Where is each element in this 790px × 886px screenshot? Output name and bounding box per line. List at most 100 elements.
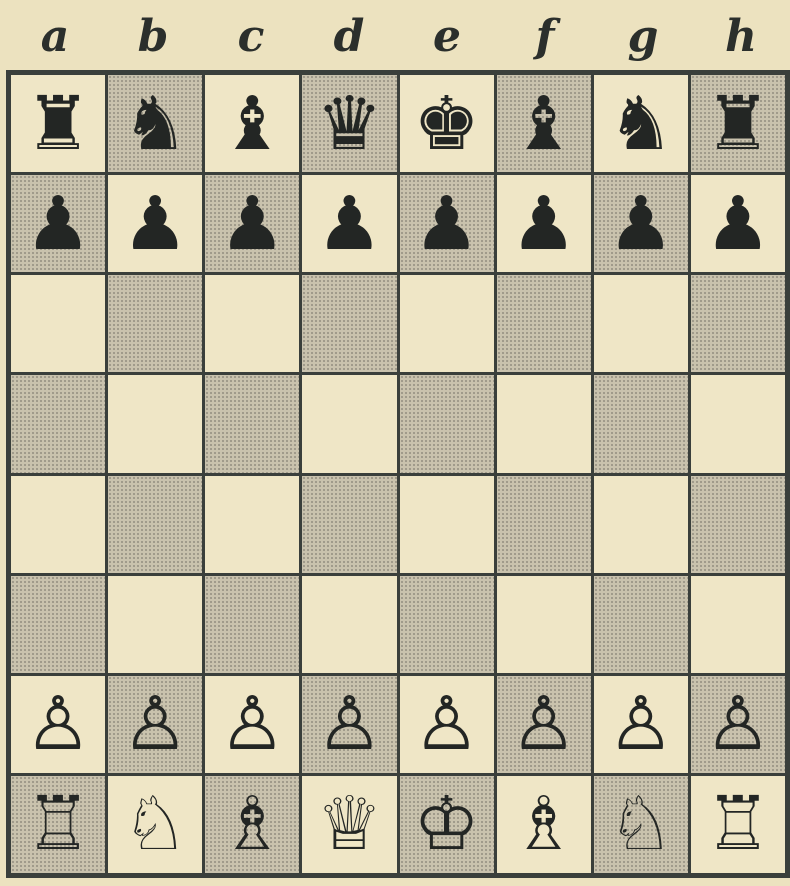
square-h3[interactable] — [691, 576, 785, 673]
black-pawn-icon[interactable]: ♟ — [705, 187, 771, 261]
square-g5[interactable] — [594, 375, 688, 472]
square-b7[interactable]: ♟ — [108, 175, 202, 272]
black-pawn-icon[interactable]: ♟ — [219, 187, 285, 261]
square-d6[interactable] — [302, 275, 396, 372]
square-f2[interactable]: ♙ — [497, 676, 591, 773]
square-h1[interactable]: ♖ — [691, 776, 785, 873]
square-a7[interactable]: ♟ — [11, 175, 105, 272]
square-a6[interactable] — [11, 275, 105, 372]
white-king-icon[interactable]: ♔ — [413, 787, 479, 861]
square-h2[interactable]: ♙ — [691, 676, 785, 773]
square-b1[interactable]: ♘ — [108, 776, 202, 873]
square-d2[interactable]: ♙ — [302, 676, 396, 773]
white-pawn-icon[interactable]: ♙ — [413, 687, 479, 761]
white-pawn-icon[interactable]: ♙ — [511, 687, 577, 761]
white-pawn-icon[interactable]: ♙ — [705, 687, 771, 761]
file-label-h: h — [692, 0, 790, 68]
square-g3[interactable] — [594, 576, 688, 673]
black-rook-icon[interactable]: ♜ — [705, 87, 771, 161]
square-e5[interactable] — [400, 375, 494, 472]
white-knight-icon[interactable]: ♘ — [608, 787, 674, 861]
square-a4[interactable] — [11, 476, 105, 573]
square-f8[interactable]: ♝ — [497, 75, 591, 172]
square-a1[interactable]: ♖ — [11, 776, 105, 873]
black-pawn-icon[interactable]: ♟ — [316, 187, 382, 261]
square-c3[interactable] — [205, 576, 299, 673]
square-a2[interactable]: ♙ — [11, 676, 105, 773]
square-e7[interactable]: ♟ — [400, 175, 494, 272]
white-bishop-icon[interactable]: ♗ — [219, 787, 285, 861]
square-f1[interactable]: ♗ — [497, 776, 591, 873]
square-g7[interactable]: ♟ — [594, 175, 688, 272]
square-c6[interactable] — [205, 275, 299, 372]
white-bishop-icon[interactable]: ♗ — [511, 787, 577, 861]
white-knight-icon[interactable]: ♘ — [122, 787, 188, 861]
square-b5[interactable] — [108, 375, 202, 472]
white-pawn-icon[interactable]: ♙ — [122, 687, 188, 761]
square-e1[interactable]: ♔ — [400, 776, 494, 873]
square-f7[interactable]: ♟ — [497, 175, 591, 272]
square-c4[interactable] — [205, 476, 299, 573]
square-h6[interactable] — [691, 275, 785, 372]
square-f5[interactable] — [497, 375, 591, 472]
square-e8[interactable]: ♚ — [400, 75, 494, 172]
white-pawn-icon[interactable]: ♙ — [316, 687, 382, 761]
white-queen-icon[interactable]: ♕ — [316, 787, 382, 861]
square-g1[interactable]: ♘ — [594, 776, 688, 873]
square-d3[interactable] — [302, 576, 396, 673]
square-b3[interactable] — [108, 576, 202, 673]
square-a5[interactable] — [11, 375, 105, 472]
square-g4[interactable] — [594, 476, 688, 573]
square-d7[interactable]: ♟ — [302, 175, 396, 272]
square-c2[interactable]: ♙ — [205, 676, 299, 773]
white-rook-icon[interactable]: ♖ — [25, 787, 91, 861]
black-knight-icon[interactable]: ♞ — [608, 87, 674, 161]
black-knight-icon[interactable]: ♞ — [122, 87, 188, 161]
square-a8[interactable]: ♜ — [11, 75, 105, 172]
square-e6[interactable] — [400, 275, 494, 372]
square-b4[interactable] — [108, 476, 202, 573]
black-rook-icon[interactable]: ♜ — [25, 87, 91, 161]
file-labels: a b c d e f g h — [6, 0, 790, 68]
square-g2[interactable]: ♙ — [594, 676, 688, 773]
square-b8[interactable]: ♞ — [108, 75, 202, 172]
white-pawn-icon[interactable]: ♙ — [25, 687, 91, 761]
white-pawn-icon[interactable]: ♙ — [608, 687, 674, 761]
square-g6[interactable] — [594, 275, 688, 372]
square-f4[interactable] — [497, 476, 591, 573]
square-f6[interactable] — [497, 275, 591, 372]
white-pawn-icon[interactable]: ♙ — [219, 687, 285, 761]
square-d4[interactable] — [302, 476, 396, 573]
black-pawn-icon[interactable]: ♟ — [25, 187, 91, 261]
file-label-b: b — [104, 0, 202, 68]
square-e4[interactable] — [400, 476, 494, 573]
square-c5[interactable] — [205, 375, 299, 472]
square-h8[interactable]: ♜ — [691, 75, 785, 172]
file-label-d: d — [300, 0, 398, 68]
square-d5[interactable] — [302, 375, 396, 472]
square-c8[interactable]: ♝ — [205, 75, 299, 172]
black-bishop-icon[interactable]: ♝ — [219, 87, 285, 161]
square-c7[interactable]: ♟ — [205, 175, 299, 272]
black-king-icon[interactable]: ♚ — [413, 87, 479, 161]
square-b6[interactable] — [108, 275, 202, 372]
square-g8[interactable]: ♞ — [594, 75, 688, 172]
square-b2[interactable]: ♙ — [108, 676, 202, 773]
square-h7[interactable]: ♟ — [691, 175, 785, 272]
black-pawn-icon[interactable]: ♟ — [122, 187, 188, 261]
square-f3[interactable] — [497, 576, 591, 673]
square-c1[interactable]: ♗ — [205, 776, 299, 873]
square-d8[interactable]: ♛ — [302, 75, 396, 172]
square-h5[interactable] — [691, 375, 785, 472]
white-rook-icon[interactable]: ♖ — [705, 787, 771, 861]
square-h4[interactable] — [691, 476, 785, 573]
square-e3[interactable] — [400, 576, 494, 673]
square-a3[interactable] — [11, 576, 105, 673]
square-e2[interactable]: ♙ — [400, 676, 494, 773]
black-queen-icon[interactable]: ♛ — [316, 87, 382, 161]
black-pawn-icon[interactable]: ♟ — [413, 187, 479, 261]
black-pawn-icon[interactable]: ♟ — [511, 187, 577, 261]
square-d1[interactable]: ♕ — [302, 776, 396, 873]
black-pawn-icon[interactable]: ♟ — [608, 187, 674, 261]
black-bishop-icon[interactable]: ♝ — [511, 87, 577, 161]
